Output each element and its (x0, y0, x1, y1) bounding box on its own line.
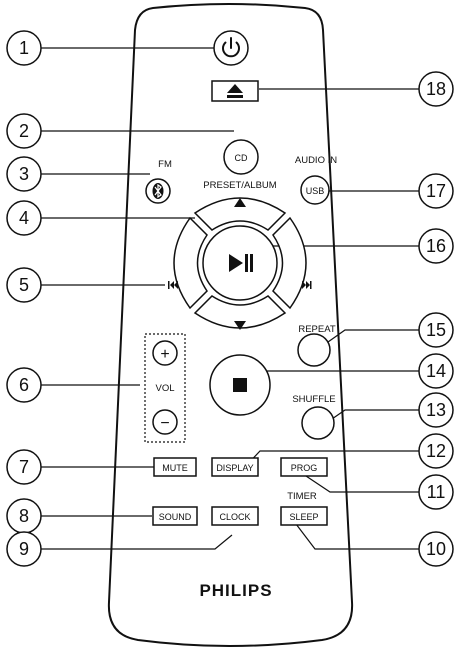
svg-text:4: 4 (19, 208, 29, 228)
repeat-label: REPEAT (298, 324, 336, 335)
callout-9: 9 (6, 531, 42, 567)
volume-up-button[interactable]: + (152, 340, 178, 366)
cd-label: CD (235, 153, 248, 163)
plus-icon: + (160, 346, 169, 363)
callouts-left: 1 2 3 4 5 6 7 8 9 (6, 30, 42, 567)
shuffle-label: SHUFFLE (292, 394, 335, 405)
callout-2: 2 (6, 113, 42, 149)
svg-text:SLEEP: SLEEP (289, 512, 318, 522)
callout-7: 7 (6, 449, 42, 485)
svg-text:SOUND: SOUND (159, 512, 192, 522)
svg-text:14: 14 (426, 361, 446, 381)
fm-label: FM (158, 159, 172, 170)
usb-label: USB (306, 186, 325, 196)
svg-text:DISPLAY: DISPLAY (216, 463, 253, 473)
brand-logo: PHILIPS (199, 581, 272, 600)
power-button[interactable] (213, 30, 249, 66)
stop-button[interactable] (209, 354, 271, 416)
callout-lines (41, 47, 419, 550)
callout-4: 4 (6, 200, 42, 236)
up-arrow-icon (234, 198, 246, 207)
fm-bluetooth-button[interactable] (145, 178, 171, 204)
vol-label: VOL (155, 383, 174, 394)
svg-text:5: 5 (19, 275, 29, 295)
svg-text:9: 9 (19, 539, 29, 559)
callout-15: 15 (418, 312, 454, 348)
audio-in-label: AUDIO IN (295, 155, 337, 166)
callout-1: 1 (6, 30, 42, 66)
mute-button[interactable]: MUTE (153, 457, 197, 477)
preset-album-label: PRESET/ALBUM (203, 180, 276, 191)
down-arrow-icon (234, 321, 246, 330)
callouts-right: 10 11 12 13 14 15 16 17 18 (418, 71, 454, 567)
svg-text:10: 10 (426, 539, 446, 559)
callout-11: 11 (418, 474, 454, 510)
callout-3: 3 (6, 156, 42, 192)
volume-down-button[interactable]: − (152, 409, 178, 435)
play-pause-icon (229, 254, 253, 272)
callout-6: 6 (6, 367, 42, 403)
svg-text:6: 6 (19, 375, 29, 395)
svg-text:CLOCK: CLOCK (219, 512, 250, 522)
svg-text:18: 18 (426, 79, 446, 99)
callout-10: 10 (418, 531, 454, 567)
up-button[interactable] (193, 197, 287, 231)
svg-text:15: 15 (426, 320, 446, 340)
volume-group-border (144, 333, 186, 443)
play-pause-button[interactable] (202, 225, 278, 301)
eject-button[interactable] (211, 80, 259, 102)
prog-button[interactable]: PROG (280, 457, 328, 477)
down-button[interactable] (193, 295, 287, 330)
power-icon (222, 37, 240, 58)
svg-text:8: 8 (19, 506, 29, 526)
clock-button[interactable]: CLOCK (211, 506, 259, 526)
svg-text:1: 1 (19, 38, 29, 58)
usb-button[interactable]: USB (300, 175, 330, 205)
stop-icon (233, 378, 247, 392)
svg-text:12: 12 (426, 441, 446, 461)
next-button[interactable] (272, 216, 312, 310)
previous-track-icon (168, 281, 178, 289)
svg-text:2: 2 (19, 121, 29, 141)
sound-button[interactable]: SOUND (152, 506, 198, 526)
svg-text:16: 16 (426, 236, 446, 256)
shuffle-button[interactable] (301, 406, 335, 440)
previous-button[interactable] (168, 216, 208, 310)
sleep-button[interactable]: SLEEP (280, 506, 328, 526)
eject-icon (227, 84, 243, 98)
callout-5: 5 (6, 267, 42, 303)
svg-text:PROG: PROG (291, 463, 318, 473)
next-track-icon (302, 281, 312, 289)
svg-text:7: 7 (19, 457, 29, 477)
callout-16: 16 (418, 228, 454, 264)
timer-label: TIMER (287, 491, 317, 502)
navigation-pad (168, 197, 312, 330)
svg-text:MUTE: MUTE (162, 463, 188, 473)
svg-text:17: 17 (426, 181, 446, 201)
callout-17: 17 (418, 173, 454, 209)
cd-button[interactable]: CD (223, 139, 259, 175)
callout-8: 8 (6, 498, 42, 534)
repeat-button[interactable] (297, 333, 331, 367)
svg-text:11: 11 (427, 482, 446, 502)
callout-14: 14 (418, 353, 454, 389)
minus-icon: − (160, 415, 169, 432)
callout-12: 12 (418, 433, 454, 469)
callout-13: 13 (418, 392, 454, 428)
svg-text:13: 13 (426, 400, 446, 420)
bluetooth-icon (154, 183, 162, 199)
svg-text:3: 3 (19, 164, 29, 184)
display-button[interactable]: DISPLAY (211, 457, 259, 477)
callout-18: 18 (418, 71, 454, 107)
